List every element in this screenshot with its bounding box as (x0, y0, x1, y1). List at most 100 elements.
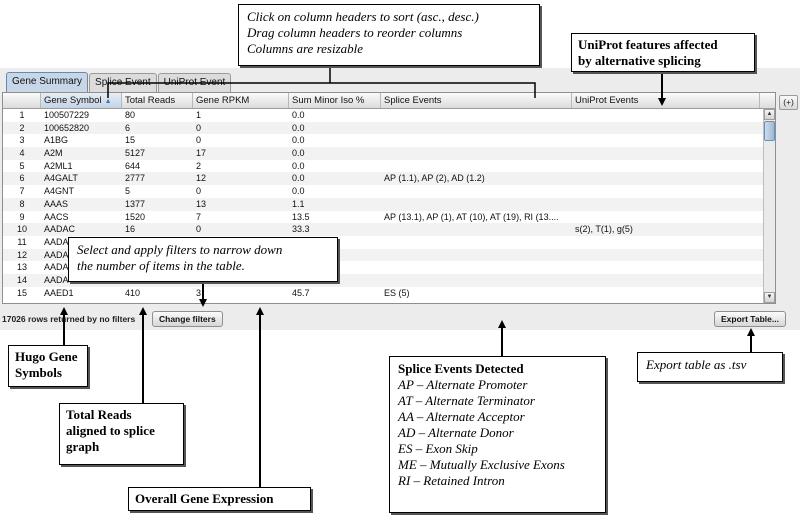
tab-gene-summary[interactable]: Gene Summary (6, 72, 89, 92)
splice-events-cell (381, 185, 572, 198)
header-sum-minor-iso[interactable]: Sum Minor Iso % (289, 93, 381, 108)
splice-events-cell: ES (5) (384, 287, 410, 298)
row-number: 12 (16, 249, 27, 260)
overall-expression-callout: Overall Gene Expression (128, 487, 311, 511)
header-uniprot-events[interactable]: UniProt Events (572, 93, 760, 108)
tab-bar: Gene Summary Splice Event UniProt Event (6, 70, 232, 92)
splice-events-cell (381, 261, 572, 274)
sum-minor-iso-cell: 45.7 (292, 287, 310, 298)
uniprot-callout-line-1: UniProt features affected (578, 37, 718, 52)
gene-symbol-cell: AADA (44, 262, 69, 273)
tab-uniprot-event[interactable]: UniProt Event (157, 73, 232, 92)
uniprot-events-cell (572, 172, 760, 185)
row-number: 5 (19, 160, 25, 171)
sort-help-line-1: Click on column headers to sort (asc., d… (247, 9, 479, 24)
splice-events-cell (381, 147, 572, 160)
uniprot-events-cell (572, 134, 760, 147)
hugo-callout-line-2: Symbols (15, 365, 62, 380)
sum-minor-iso-cell: 0.0 (292, 110, 305, 120)
triangle-down-icon[interactable]: ▼ (764, 292, 775, 303)
export-table-button[interactable]: Export Table... (714, 311, 786, 327)
gene-symbol-cell: AADA (44, 236, 69, 247)
splice-events-cell: AP (1.1), AP (2), AD (1.2) (384, 173, 485, 184)
sum-minor-iso-cell: 0.0 (292, 186, 305, 197)
header-row-number[interactable] (3, 93, 41, 108)
total-reads-callout-line-1: Total Reads (66, 407, 132, 422)
total-reads-cell: 410 (125, 287, 141, 298)
row-number: 2 (19, 122, 25, 133)
gene-symbol-cell: AADAC (44, 224, 76, 235)
gene-symbol-cell: AAAS (44, 198, 69, 209)
row-count-status: 17026 rows returned by no filters (2, 314, 136, 324)
row-number: 10 (16, 224, 27, 235)
triangle-up-icon[interactable]: ▲ (764, 109, 775, 120)
row-number: 6 (19, 173, 25, 184)
tab-splice-event[interactable]: Splice Event (89, 73, 157, 92)
sort-help-line-3: Columns are resizable (247, 41, 364, 56)
splice-legend-es: ES – Exon Skip (398, 441, 478, 456)
splice-events-cell (381, 160, 572, 173)
scrollbar-thumb[interactable] (764, 121, 775, 141)
row-number: 13 (16, 262, 27, 273)
splice-events-cell (381, 223, 572, 236)
uniprot-events-cell (572, 287, 760, 300)
uniprot-events-cell (572, 147, 760, 160)
total-reads-cell: 16 (125, 224, 136, 235)
sum-minor-iso-cell: 13.5 (292, 211, 310, 222)
splice-events-callout: Splice Events Detected AP – Alternate Pr… (389, 356, 606, 513)
filter-callout: Select and apply filters to narrow down … (68, 237, 338, 282)
splice-events-cell (381, 198, 572, 211)
header-gene-symbol[interactable]: Gene Symbol▲ (41, 93, 122, 108)
header-gene-symbol-label: Gene Symbol (44, 95, 102, 106)
row-number: 8 (19, 198, 25, 209)
sum-minor-iso-cell: 0.0 (292, 173, 305, 184)
table-row[interactable]: 13 AADA (3, 261, 775, 274)
change-filters-button[interactable]: Change filters (152, 311, 223, 327)
uniprot-events-cell (572, 274, 760, 287)
sum-minor-iso-cell: 0.0 (292, 160, 305, 171)
gene-symbol-cell: A1BG (44, 135, 69, 146)
gene-symbol-cell: AADA (44, 249, 69, 260)
gene-rpkm-cell: 0 (196, 186, 202, 197)
table-header: Gene Symbol▲ Total Reads Gene RPKM Sum M… (3, 93, 775, 109)
gene-symbol-cell: A4GNT (44, 186, 75, 197)
total-reads-cell: 80 (125, 110, 136, 120)
filter-callout-line-1: Select and apply filters to narrow down (77, 242, 283, 257)
gene-rpkm-cell: 0 (196, 122, 202, 133)
filter-callout-line-2: the number of items in the table. (77, 258, 245, 273)
total-reads-cell: 644 (125, 160, 141, 171)
sort-help-line-2: Drag column headers to reorder columns (247, 25, 463, 40)
splice-events-cell (381, 236, 572, 249)
sum-minor-iso-cell: 0.0 (292, 148, 305, 159)
add-column-button[interactable]: (+) (779, 95, 798, 110)
uniprot-callout-line-2: by alternative splicing (578, 53, 701, 68)
row-number: 4 (19, 148, 25, 159)
header-splice-events[interactable]: Splice Events (381, 93, 572, 108)
uniprot-events-cell (572, 122, 760, 135)
total-reads-cell: 5127 (125, 148, 146, 159)
header-gene-rpkm[interactable]: Gene RPKM (193, 93, 289, 108)
uniprot-events-cell: s(2), T(1), g(5) (575, 224, 633, 235)
total-reads-cell: 1377 (125, 198, 146, 209)
header-total-reads[interactable]: Total Reads (122, 93, 193, 108)
sort-help-callout: Click on column headers to sort (asc., d… (238, 4, 540, 66)
sum-minor-iso-cell: 1.1 (292, 198, 305, 209)
total-reads-callout-line-3: graph (66, 439, 100, 454)
hugo-callout-line-1: Hugo Gene (15, 349, 78, 364)
uniprot-callout: UniProt features affected by alternative… (571, 33, 755, 72)
vertical-scrollbar[interactable]: ▲ ▼ (763, 109, 775, 303)
gene-symbol-cell: A2M (44, 148, 63, 159)
